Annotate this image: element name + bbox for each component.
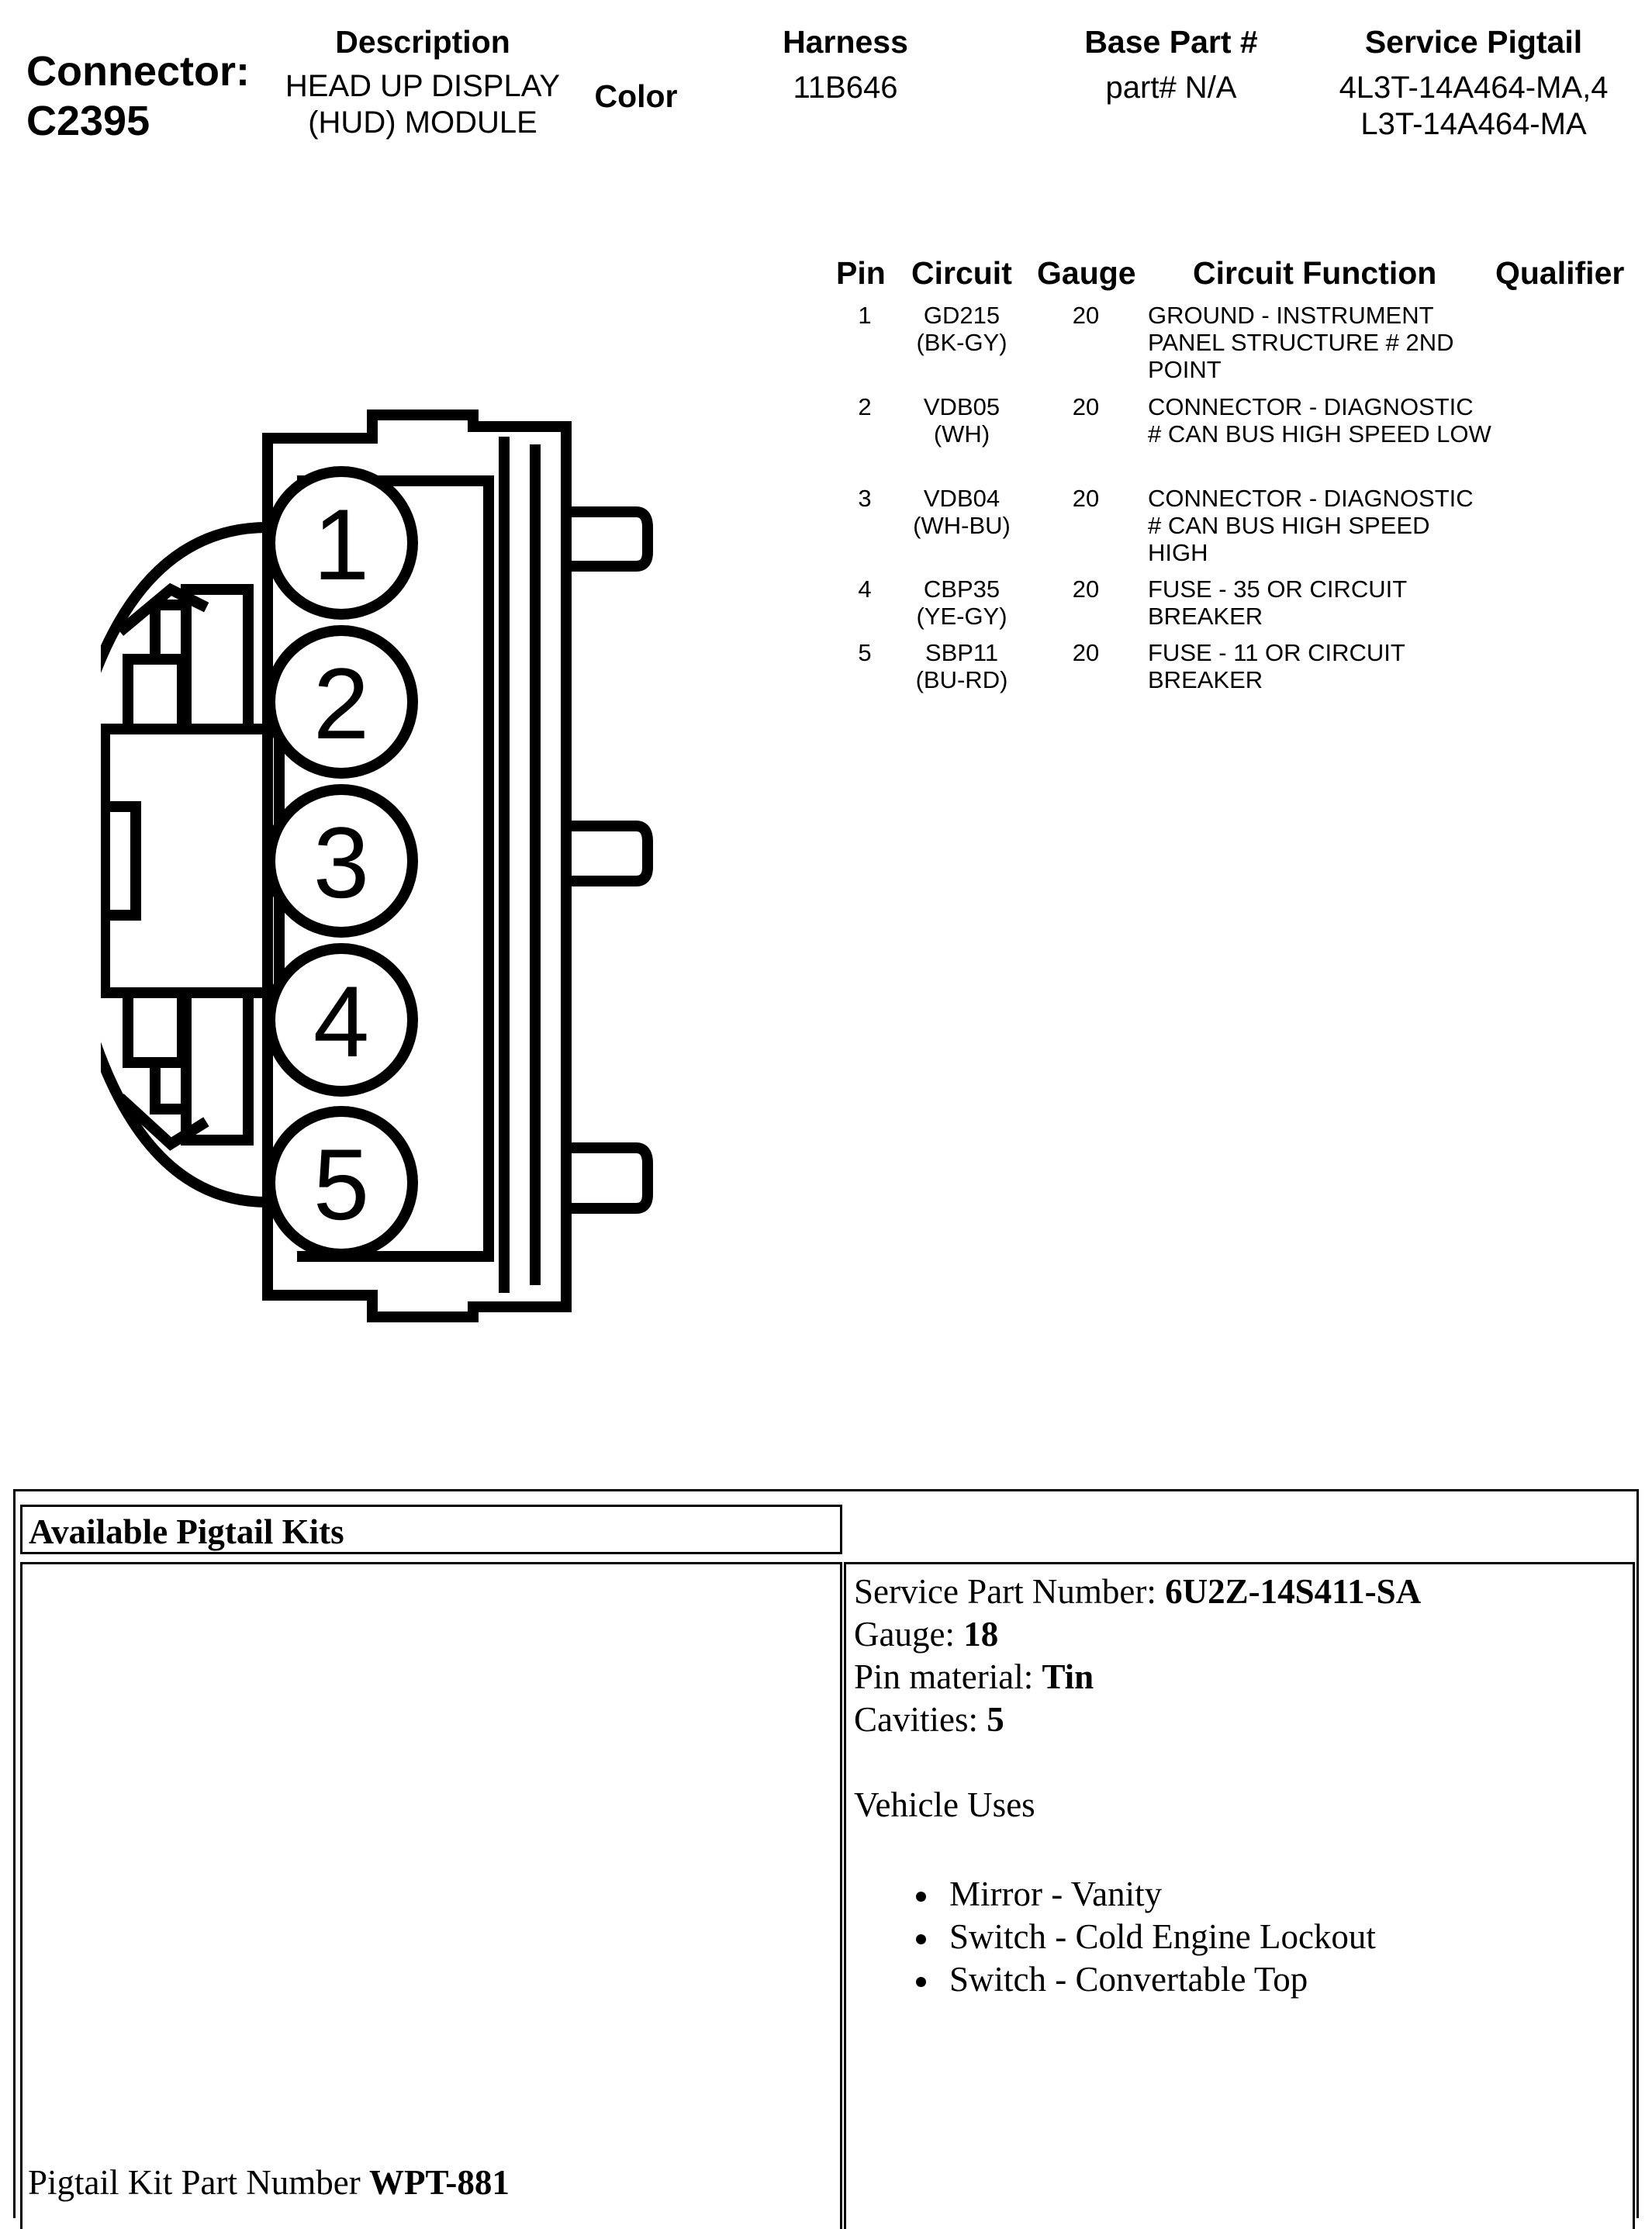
connector-label: Connector: — [26, 48, 250, 95]
circuit-color: (BK-GY) — [916, 329, 1007, 356]
circuit-function: CONNECTOR - DIAGNOSTIC # CAN BUS HIGH SP… — [1148, 393, 1491, 448]
cavities: Cavities: 5 — [854, 1700, 1004, 1739]
pin-label-4: 4 — [313, 965, 369, 1078]
color-header: Color — [594, 78, 678, 114]
service-pigtail-header: Service Pigtail — [1364, 24, 1583, 60]
pin-label-1: 1 — [313, 488, 369, 601]
gauge-value: 20 — [1072, 302, 1100, 329]
pin-label-2: 2 — [313, 647, 369, 760]
description-header: Description — [335, 24, 510, 60]
circuit-code: GD215 — [923, 302, 1001, 329]
pigtail-kits-title-cell: Available Pigtail Kits — [20, 1505, 842, 1554]
pigtail-kit-cell: Pigtail Kit Part Number WPT-881 — [20, 1562, 842, 2229]
list-item: Switch - Convertable Top — [854, 1958, 1376, 2001]
pin-material: Pin material: Tin — [854, 1657, 1094, 1696]
connector-post — [181, 987, 254, 1146]
vehicle-uses-list: Mirror - Vanity Switch - Cold Engine Loc… — [854, 1873, 1376, 2001]
pin-number: 4 — [858, 575, 872, 603]
pigtail-gauge: Gauge: 18 — [854, 1615, 999, 1654]
connector-latch — [561, 1142, 653, 1214]
connector-hook-top — [101, 521, 274, 674]
pigtail-kit-part-number: Pigtail Kit Part Number WPT-881 — [28, 2163, 510, 2202]
connector-shell-outline — [262, 410, 572, 1322]
pin-number: 1 — [858, 302, 872, 329]
circuit-function: FUSE - 11 OR CIRCUIT BREAKER — [1148, 639, 1405, 693]
base-part-value: part# N/A — [1105, 71, 1237, 105]
gauge-value: 20 — [1072, 575, 1100, 603]
pigtail-kits-table — [13, 1489, 1639, 2218]
circuit-code: VDB05 — [923, 393, 1001, 420]
connector-post — [181, 584, 254, 734]
connector-hook-bottom — [101, 1042, 274, 1208]
harness-header: Harness — [783, 24, 908, 60]
col-header-gauge: Gauge — [1037, 255, 1136, 291]
connector-id: C2395 — [26, 98, 150, 144]
circuit-code: SBP11 — [924, 639, 999, 666]
col-header-circuit-function: Circuit Function — [1193, 255, 1437, 291]
col-header-qualifier: Qualifier — [1495, 255, 1625, 291]
connector-post — [123, 654, 188, 734]
connector-post — [123, 987, 188, 1068]
pin-cavity-4 — [264, 943, 418, 1097]
gauge-value: 20 — [1072, 639, 1100, 666]
circuit-function: CONNECTOR - DIAGNOSTIC # CAN BUS HIGH SP… — [1148, 485, 1474, 566]
circuit-color: (YE-GY) — [916, 603, 1007, 630]
col-header-pin: Pin — [836, 255, 886, 291]
circuit-color: (BU-RD) — [915, 666, 1008, 693]
circuit-code: CBP35 — [923, 575, 1001, 603]
pin-number: 2 — [858, 393, 872, 420]
pin-label-5: 5 — [313, 1128, 369, 1241]
circuit-color: (WH) — [933, 420, 990, 448]
service-part-number: Service Part Number: 6U2Z-14S411-SA — [854, 1572, 1422, 1611]
pigtail-kits-title: Available Pigtail Kits — [29, 1512, 344, 1551]
list-item: Mirror - Vanity — [854, 1873, 1376, 1916]
connector-inner-frame — [297, 475, 494, 1262]
base-part-header: Base Part # — [1084, 24, 1258, 60]
description-value: HEAD UP DISPLAY (HUD) MODULE — [285, 69, 561, 140]
circuit-function: FUSE - 35 OR CIRCUIT BREAKER — [1148, 575, 1407, 630]
list-item: Switch - Cold Engine Lockout — [854, 1916, 1376, 1958]
connector-latch — [561, 506, 653, 572]
pin-cavity-2 — [264, 625, 418, 779]
pin-cavity-1 — [264, 466, 418, 620]
pin-number: 5 — [858, 639, 872, 666]
pin-cavity-5 — [264, 1106, 418, 1260]
harness-value: 11B646 — [793, 71, 898, 105]
connector-latch — [561, 821, 653, 886]
gauge-value: 20 — [1072, 393, 1100, 420]
circuit-function: GROUND - INSTRUMENT PANEL STRUCTURE # 2N… — [1148, 302, 1454, 383]
gauge-value: 20 — [1072, 485, 1100, 512]
col-header-circuit: Circuit — [911, 255, 1012, 291]
pigtail-details-cell: Service Part Number: 6U2Z-14S411-SA Gaug… — [844, 1562, 1635, 2229]
circuit-code: VDB04 — [923, 485, 1001, 512]
circuit-color: (WH-BU) — [913, 512, 1011, 539]
pin-number: 3 — [858, 485, 872, 512]
pin-cavity-3 — [264, 784, 418, 938]
connector-key — [101, 801, 141, 921]
service-pigtail-value: 4L3T-14A464-MA,4L3T-14A464-MA — [1339, 71, 1609, 141]
pin-label-3: 3 — [313, 806, 369, 919]
connector-face-diagram: 1 2 3 4 5 — [101, 410, 653, 1322]
connector-left-body — [119, 724, 285, 998]
vehicle-uses-heading: Vehicle Uses — [854, 1785, 1035, 1824]
